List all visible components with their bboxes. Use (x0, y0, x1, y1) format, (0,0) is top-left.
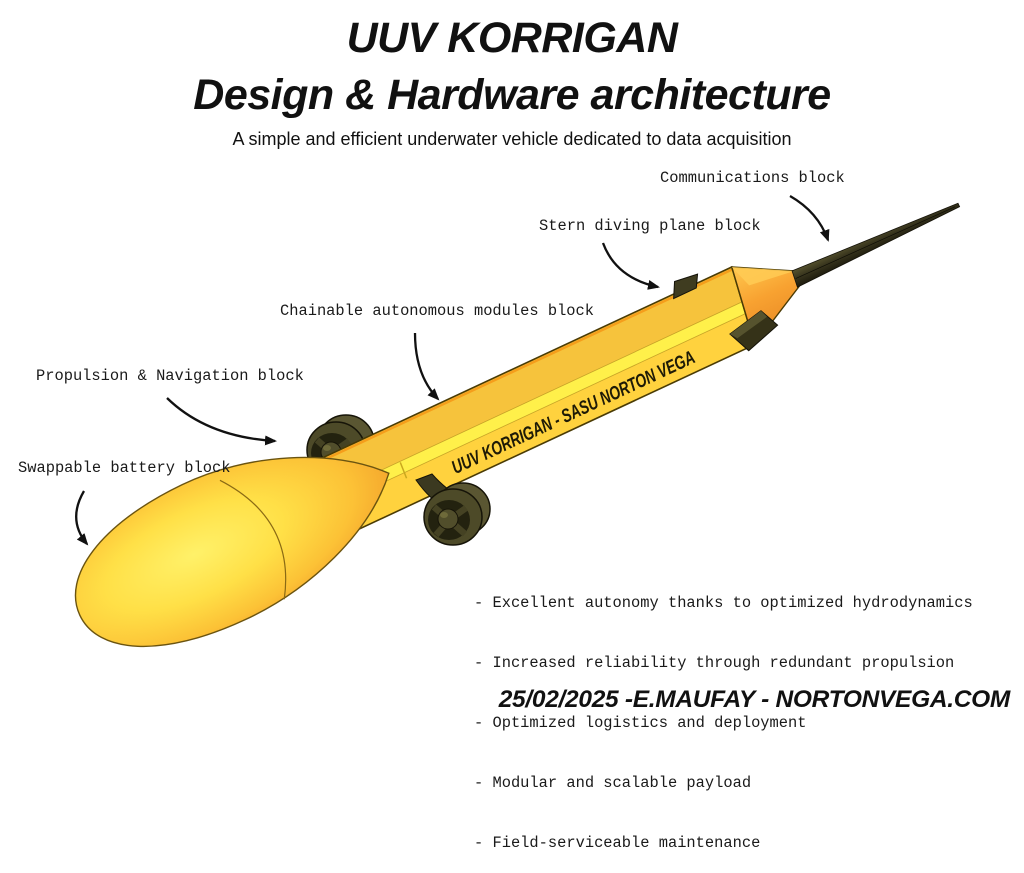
nose-seam (219, 479, 287, 600)
module-seam (399, 462, 408, 479)
feature-item: - Excellent autonomy thanks to optimized… (474, 594, 973, 612)
feature-item: - Modular and scalable payload (474, 774, 752, 792)
arrow-stern-plane (601, 242, 660, 290)
arrow-modules (413, 332, 440, 401)
feature-item: - Optimized logistics and deployment (474, 714, 807, 732)
arrow-battery (75, 490, 89, 546)
communications-antenna (791, 202, 961, 288)
label-propulsion-navigation-block: Propulsion & Navigation block (36, 367, 304, 385)
label-communications-block: Communications block (660, 169, 845, 187)
footer-credit: 25/02/2025 -E.MAUFAY - NORTONVEGA.COM (498, 686, 1011, 713)
hull-upper-facet (293, 267, 745, 505)
feature-item: - Increased reliability through redundan… (474, 654, 955, 672)
stern-plane-top (673, 273, 699, 300)
arrow-communications (789, 195, 830, 242)
label-swappable-battery-block: Swappable battery block (18, 459, 231, 477)
label-chainable-modules-block: Chainable autonomous modules block (280, 302, 595, 320)
page-subtitle: A simple and efficient underwater vehicl… (232, 129, 792, 149)
header: UUV KORRIGAN Design & Hardware architect… (0, 10, 1024, 151)
hull-chamfer-stripe (308, 300, 749, 516)
label-stern-diving-plane-block: Stern diving plane block (539, 217, 761, 235)
stern-plane-side (729, 310, 779, 352)
uuv-illustration: UUV KORRIGAN - SASU NORTON VEGA (74, 195, 961, 648)
thruster-lower (415, 473, 491, 546)
page-title-line2: Design & Hardware architecture (193, 71, 831, 119)
feature-item: - Field-serviceable maintenance (474, 834, 761, 852)
nose-battery-block (74, 456, 390, 648)
page-title-line1: UUV KORRIGAN (346, 14, 678, 62)
annotation-arrows (75, 195, 830, 546)
arrow-propulsion (166, 397, 277, 446)
